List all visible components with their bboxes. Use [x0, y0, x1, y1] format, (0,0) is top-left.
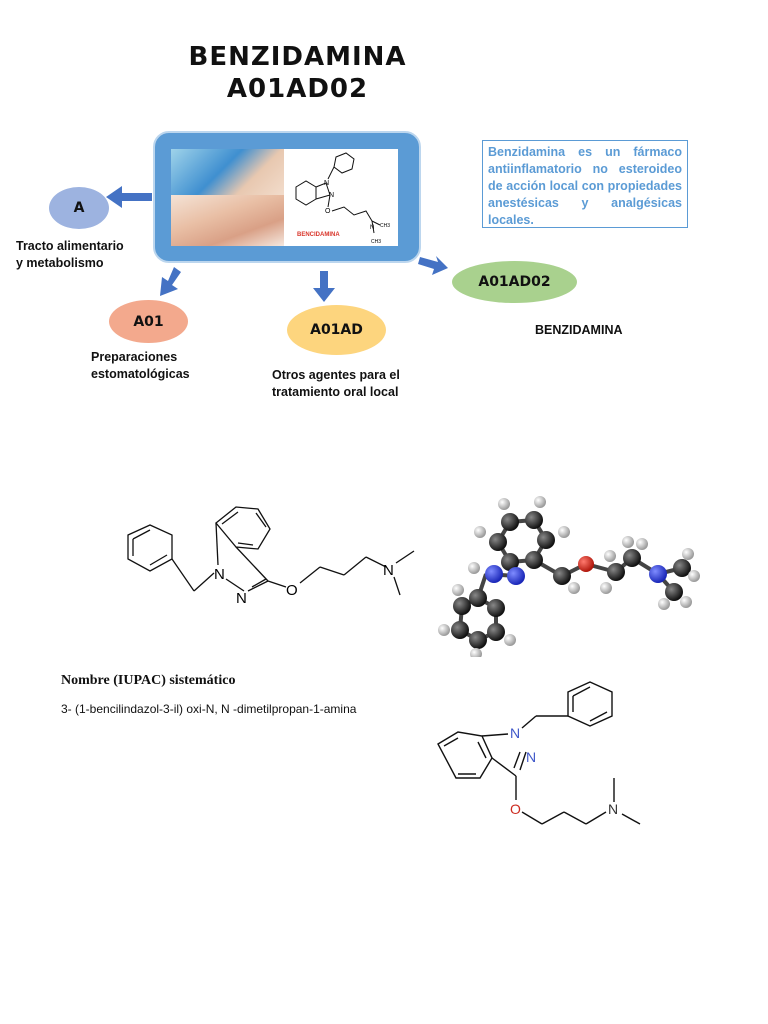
panel-caption: BENCIDAMINA [297, 232, 340, 238]
panel-n-amine: N [370, 225, 374, 231]
arrow-to-a01 [160, 267, 181, 296]
skeletal-n-amine: N [383, 562, 394, 579]
node-a01: A01 [109, 300, 188, 343]
title-line-2: A01AD02 [226, 74, 369, 104]
node-a: A [49, 187, 109, 229]
panel-n2: N [329, 192, 334, 199]
iupac-heading: Nombre (IUPAC) sistemático [61, 673, 236, 688]
node-a01-code: A01 [133, 313, 164, 330]
node-a-label-line2: y metabolismo [16, 256, 104, 270]
node-a-label: Tracto alimentario y metabolismo [16, 238, 124, 272]
skeletal2-o: O [510, 801, 521, 817]
node-a01ad-code: A01AD [310, 322, 363, 338]
arrow-to-a01ad [313, 271, 335, 302]
panel-methyl-2: CH3 [371, 239, 381, 245]
skeletal2-n1: N [510, 725, 520, 741]
node-a01-label-line1: Preparaciones [91, 350, 178, 364]
node-a01ad02-label: BENZIDAMINA [535, 323, 623, 337]
panel-o: O [325, 208, 331, 215]
skeletal-n2: N [236, 590, 247, 607]
skeletal2-n2: N [526, 749, 536, 765]
skeletal2-n-amine: N [608, 801, 618, 817]
node-a01ad02: A01AD02 [452, 261, 577, 303]
node-a01ad02-code: A01AD02 [478, 274, 551, 290]
node-a01-label: Preparaciones estomatológicas [91, 349, 190, 383]
node-a-code: A [73, 200, 85, 216]
skeletal-o: O [286, 582, 298, 599]
iupac-name: 3- (1-bencilindazol-3-il) oxi-N, N -dime… [61, 702, 357, 716]
title-line-1: BENZIDAMINA [188, 42, 407, 72]
node-a-label-line1: Tracto alimentario [16, 239, 124, 253]
ball-and-stick-model [438, 496, 700, 657]
node-a01ad-label: Otros agentes para el tratamiento oral l… [272, 367, 400, 401]
skeletal-formula-2: N N O N [437, 681, 641, 825]
node-a01ad: A01AD [287, 305, 386, 355]
node-a01ad-label-line1: Otros agentes para el [272, 368, 400, 382]
connector-arrows [106, 186, 448, 302]
mouthwash-photo [171, 149, 284, 195]
node-a01ad-label-line2: tratamiento oral local [272, 385, 399, 399]
arrow-to-a01ad02 [418, 256, 448, 275]
skeletal-formula: N N O N [127, 506, 415, 607]
description-box: Benzidamina es un fármaco antiinflamator… [482, 140, 688, 228]
node-a01-label-line2: estomatológicas [91, 367, 190, 381]
panel-methyl-1: CH3 [380, 223, 390, 229]
arrow-to-a [106, 186, 152, 208]
panel-n1: N [324, 180, 329, 187]
hands-photo [171, 195, 284, 246]
skeletal-n1: N [214, 566, 225, 583]
panel-structure-icon: N N O N CH3 CH3 [295, 152, 390, 245]
